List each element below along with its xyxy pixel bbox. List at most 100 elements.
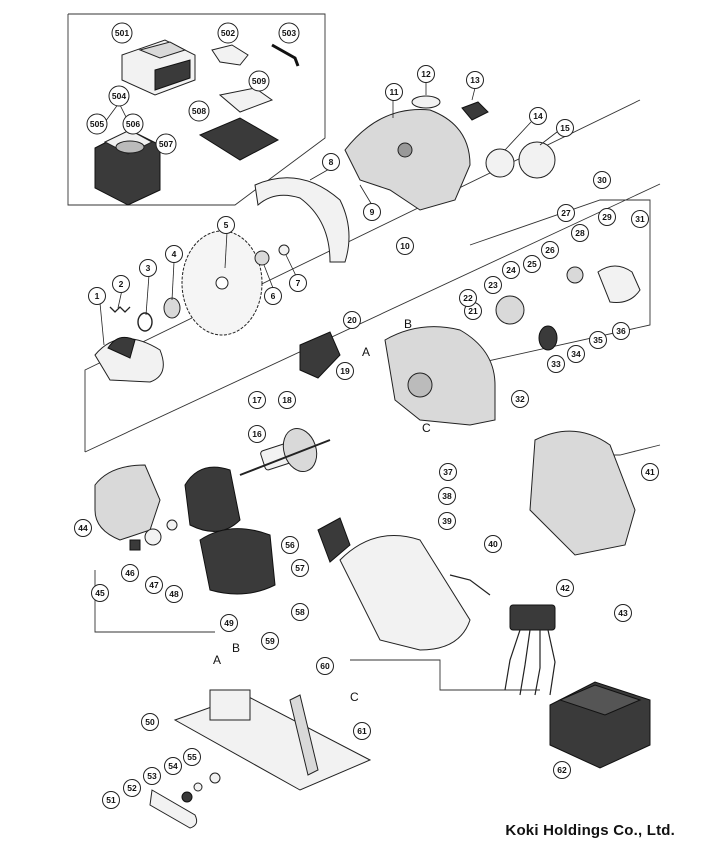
motor-cover-part [339,535,471,651]
part-number-bubble: 7 [289,274,307,292]
knob-part [317,517,351,563]
part-number-label: 15 [560,123,570,133]
gear-cover-part [344,109,471,211]
part-number-label: 36 [616,326,626,336]
part-number-bubble: 26 [541,241,559,259]
part-number-label: 11 [390,87,399,97]
part-number-label: 7 [296,278,301,288]
part-number-label: 59 [265,636,275,646]
part-number-bubble: 509 [248,70,270,92]
part-number-label: 2 [119,279,124,289]
part-number-label: 38 [442,491,452,501]
washer-part [166,519,178,531]
part-number-bubble: 12 [417,65,435,83]
part-number-label: 57 [295,563,305,573]
part-number-bubble: 46 [121,564,139,582]
part-number-bubble: 51 [102,791,120,809]
lever-part [149,772,221,829]
part-number-bubble: 36 [612,322,630,340]
switch-part [299,331,341,379]
part-number-label: 62 [557,765,567,775]
part-number-label: 40 [488,539,498,549]
lower-guard-part [94,336,164,383]
reference-letter-b: B [404,317,412,331]
armature-part [239,428,331,476]
bearing-part [144,528,162,546]
part-number-label: 58 [295,607,305,617]
part-number-bubble: 28 [571,224,589,242]
part-number-bubble: 47 [145,576,163,594]
part-number-label: 42 [560,583,570,593]
part-number-bubble: 20 [343,311,361,329]
reference-letter-b: B [232,641,240,655]
part-number-bubble: 38 [438,487,456,505]
spring-part [109,306,131,313]
part-number-bubble: 13 [466,71,484,89]
part-number-label: 24 [506,265,516,275]
part-number-label: 41 [645,467,655,477]
part-number-label: 54 [168,761,178,771]
part-number-bubble: 15 [556,119,574,137]
part-number-label: 30 [597,175,607,185]
part-number-bubble: 29 [598,208,616,226]
part-number-bubble: 8 [322,153,340,171]
part-number-bubble: 42 [556,579,574,597]
part-number-bubble: 10 [396,237,414,255]
part-number-bubble: 39 [438,512,456,530]
part-number-label: 31 [635,214,645,224]
part-number-bubble: 60 [316,657,334,675]
part-number-label: 9 [370,207,375,217]
part-number-bubble: 54 [164,757,182,775]
stator-part [184,466,276,595]
base-plate-part [173,689,372,791]
part-number-label: 44 [78,523,88,533]
part-number-bubble: 30 [593,171,611,189]
part-number-label: 3 [146,263,151,273]
accessory-box [67,13,326,206]
part-number-label: 53 [147,771,157,781]
part-number-bubble: 52 [123,779,141,797]
part-number-label: 5 [224,220,229,230]
part-number-label: 8 [329,157,334,167]
part-number-bubble: 41 [641,463,659,481]
part-number-label: 504 [112,91,126,101]
part-number-label: 23 [488,280,498,290]
part-number-label: 45 [95,588,105,598]
part-number-label: 19 [340,366,350,376]
reference-letter-c: C [350,690,359,704]
part-number-bubble: 40 [484,535,502,553]
part-number-label: 32 [515,394,525,404]
part-number-bubble: 31 [631,210,649,228]
part-number-label: 13 [470,75,480,85]
part-number-bubble: 43 [614,604,632,622]
part-number-bubble: 62 [553,761,571,779]
part-number-bubble: 16 [248,425,266,443]
part-number-label: 51 [106,795,116,805]
part-number-bubble: 33 [547,355,565,373]
part-number-label: 508 [192,106,206,116]
part-number-bubble: 59 [261,632,279,650]
part-number-label: 27 [561,208,571,218]
part-number-bubble: 49 [220,614,238,632]
part-number-bubble: 34 [567,345,585,363]
part-number-bubble: 1 [88,287,106,305]
part-number-bubble: 11 [385,83,403,101]
part-number-label: 14 [533,111,543,121]
part-number-label: 6 [271,291,276,301]
part-number-label: 52 [127,783,137,793]
part-number-label: 37 [443,467,453,477]
part-number-label: 48 [169,589,179,599]
part-number-label: 47 [149,580,159,590]
part-number-bubble: 27 [557,204,575,222]
part-number-bubble: 23 [484,276,502,294]
part-number-label: 55 [187,752,197,762]
battery-part [549,681,651,769]
part-number-label: 60 [320,661,330,671]
part-number-label: 61 [357,726,367,736]
bracket-part [211,44,249,66]
part-number-label: 26 [545,245,555,255]
part-number-bubble: 37 [439,463,457,481]
part-number-bubble: 32 [511,390,529,408]
part-number-label: 503 [282,28,296,38]
